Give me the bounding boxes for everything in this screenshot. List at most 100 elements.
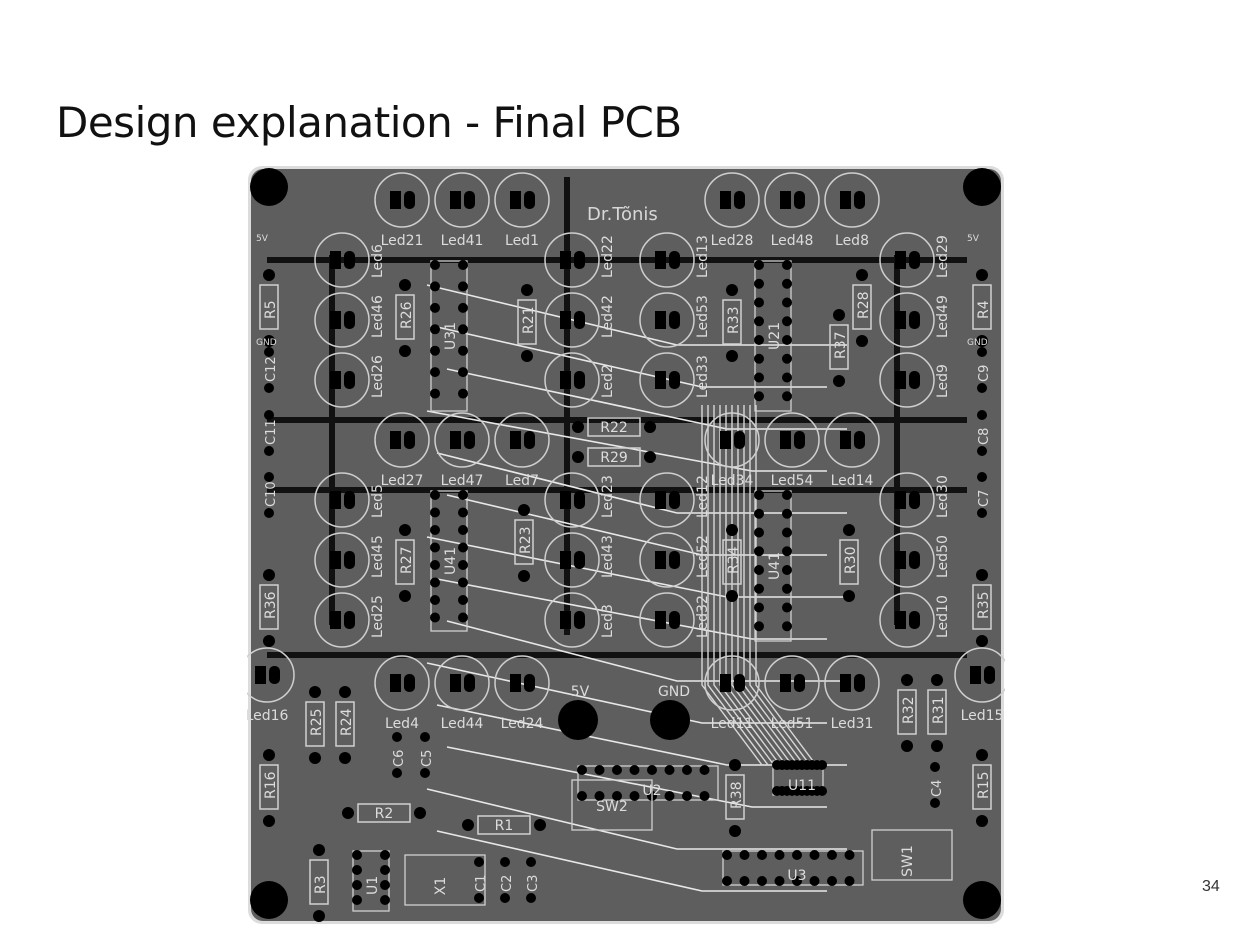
component-label: SW1 <box>900 845 916 877</box>
ic-label: U1 <box>365 876 381 895</box>
led-footprint <box>434 655 490 711</box>
led-label: Led51 <box>771 716 814 732</box>
resistor-label: R4 <box>976 300 992 319</box>
led-footprint <box>494 172 550 228</box>
led-footprint <box>314 352 370 408</box>
led-footprint <box>879 232 935 288</box>
ic-footprint <box>754 260 792 412</box>
led-footprint <box>704 655 760 711</box>
resistor-label: R31 <box>931 696 947 724</box>
capacitor-footprint <box>420 732 430 778</box>
resistor-footprint <box>259 269 279 347</box>
capacitor-footprint <box>977 472 987 518</box>
mounting-hole <box>963 168 1001 206</box>
resistor-label: R29 <box>600 450 628 466</box>
ic-footprint <box>577 765 719 801</box>
signal-trace <box>446 368 847 430</box>
led-footprint <box>544 352 600 408</box>
led-footprint <box>879 592 935 648</box>
led-label: Led27 <box>381 473 424 489</box>
led-footprint <box>247 647 295 703</box>
ic-footprint <box>352 850 390 912</box>
led-label: Led4 <box>385 716 419 732</box>
capacitor-label: C3 <box>526 875 541 892</box>
resistor-footprint <box>342 803 426 823</box>
bus-trace <box>749 405 811 766</box>
led-footprint <box>374 655 430 711</box>
capacitor-label: C9 <box>977 365 992 382</box>
led-footprint <box>764 655 820 711</box>
ic-label: U31 <box>443 322 459 350</box>
led-label: Led16 <box>247 708 289 724</box>
led-footprint <box>374 412 430 468</box>
ic-label: U41 <box>443 547 459 575</box>
resistor-footprint <box>395 279 415 357</box>
resistor-footprint <box>927 674 947 752</box>
resistor-footprint <box>335 686 355 764</box>
led-label: Led48 <box>771 233 814 249</box>
signal-trace <box>436 830 827 892</box>
led-footprint <box>314 472 370 528</box>
led-label: Led2 <box>600 364 616 398</box>
ic-label: U21 <box>767 322 783 350</box>
ic-footprint <box>772 760 827 796</box>
bus-trace <box>701 405 763 766</box>
led-footprint <box>314 292 370 348</box>
led-label: Led22 <box>600 235 616 278</box>
resistor-label: R28 <box>856 291 872 319</box>
led-label: Led21 <box>381 233 424 249</box>
resistor-footprint <box>829 309 849 387</box>
signal-trace <box>436 326 827 388</box>
resistor-label: R15 <box>976 771 992 799</box>
led-label: Led12 <box>695 475 711 518</box>
resistor-label: R33 <box>726 306 742 334</box>
capacitor-label: C10 <box>264 481 279 507</box>
component-outline <box>871 829 953 881</box>
led-footprint <box>639 592 695 648</box>
resistor-footprint <box>972 569 992 647</box>
led-label: Led54 <box>771 473 814 489</box>
slide-title: Design explanation - Final PCB <box>56 98 682 147</box>
resistor-footprint <box>972 269 992 347</box>
resistor-label: R36 <box>263 591 279 619</box>
resistor-footprint <box>722 524 742 602</box>
led-label: Led15 <box>961 708 1004 724</box>
led-label: Led53 <box>695 295 711 338</box>
resistor-label: R1 <box>495 818 514 834</box>
led-footprint <box>314 592 370 648</box>
led-footprint <box>374 172 430 228</box>
component-outline <box>404 854 486 906</box>
led-footprint <box>544 532 600 588</box>
resistor-label: R32 <box>901 696 917 724</box>
resistor-footprint <box>259 749 279 827</box>
led-label: Led6 <box>370 244 386 278</box>
led-footprint <box>434 172 490 228</box>
led-label: Led30 <box>935 475 951 518</box>
board-surface <box>251 169 1001 921</box>
led-label: Led13 <box>695 235 711 278</box>
resistor-label: R25 <box>309 708 325 736</box>
led-label: Led42 <box>600 295 616 338</box>
capacitor-label: C8 <box>977 428 992 445</box>
led-footprint <box>544 292 600 348</box>
resistor-footprint <box>395 524 415 602</box>
resistor-footprint <box>462 815 546 835</box>
led-footprint <box>704 172 760 228</box>
led-footprint <box>639 292 695 348</box>
capacitor-label: C4 <box>930 780 945 797</box>
led-label: Led14 <box>831 473 874 489</box>
led-label: Led34 <box>711 473 754 489</box>
ic-footprint <box>754 490 792 642</box>
capacitor-footprint <box>526 857 536 903</box>
resistor-label: R26 <box>399 301 415 329</box>
resistor-label: R23 <box>518 526 534 554</box>
resistor-footprint <box>897 674 917 752</box>
component-label: SW2 <box>596 799 628 815</box>
capacitor-label: C12 <box>264 356 279 382</box>
resistor-footprint <box>305 686 325 764</box>
led-label: Led10 <box>935 595 951 638</box>
led-label: Led31 <box>831 716 874 732</box>
ic-label: U11 <box>788 778 816 794</box>
signal-trace <box>426 788 847 850</box>
led-footprint <box>314 532 370 588</box>
